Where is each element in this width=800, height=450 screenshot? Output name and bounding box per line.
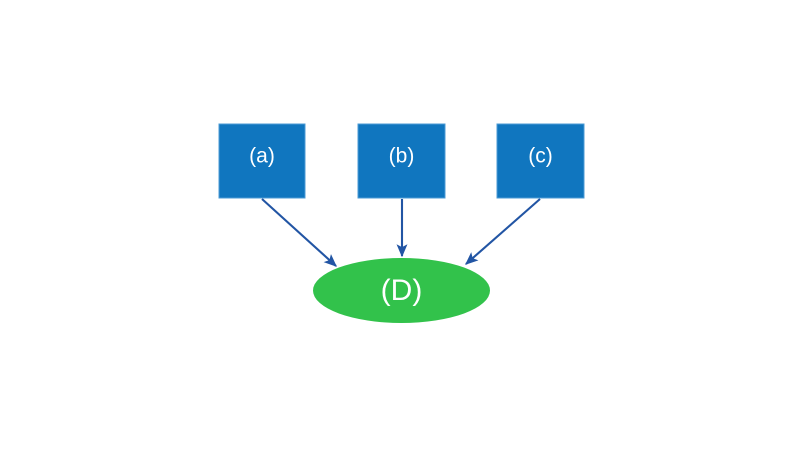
edge-c-to-d — [465, 198, 541, 265]
node-c-label: (c) — [528, 145, 553, 168]
node-d-shape — [313, 258, 490, 323]
node-c-shape — [496, 123, 585, 199]
node-a[interactable]: (a) — [218, 123, 306, 199]
node-a-label: (a) — [249, 145, 275, 168]
node-a-shape — [218, 123, 306, 199]
node-b-label: (b) — [389, 145, 415, 168]
node-c[interactable]: (c) — [496, 123, 585, 199]
edge-group — [261, 198, 541, 267]
node-d-label: (D) — [381, 274, 423, 307]
node-b[interactable]: (b) — [357, 123, 446, 199]
node-b-shape — [357, 123, 446, 199]
node-d[interactable]: (D) — [313, 258, 490, 323]
edge-a-to-d — [261, 198, 337, 267]
